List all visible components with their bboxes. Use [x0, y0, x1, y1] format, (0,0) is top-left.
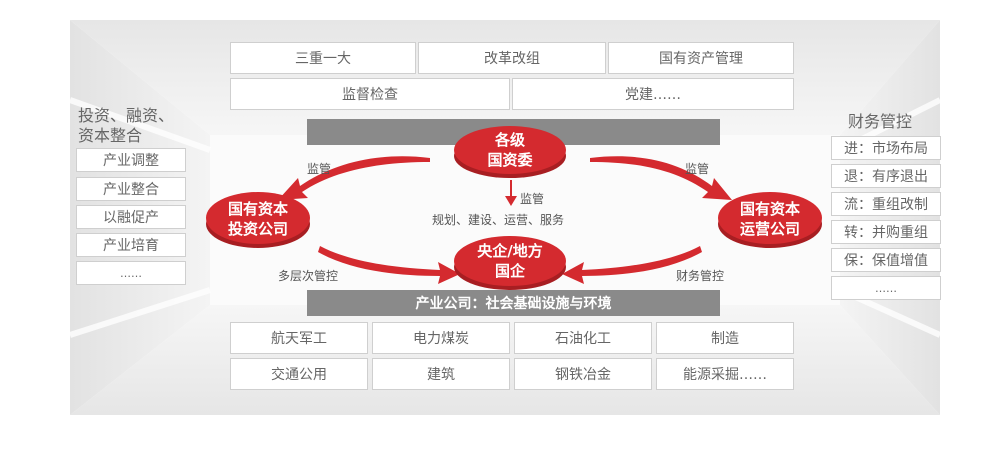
right-item-2: 退：有序退出	[831, 164, 941, 188]
arrow-supervise-left	[278, 156, 430, 200]
bottom-bar: 产业公司：社会基础设施与环境	[307, 290, 720, 316]
bottom-cell-3: 石油化工	[514, 322, 652, 354]
left-panel-title-line2: 资本整合	[78, 126, 143, 145]
right-item-4: 转：并购重组	[831, 220, 941, 244]
node-investment-line1: 国有资本	[227, 200, 288, 218]
arrow-supervise-right	[590, 156, 732, 200]
arrow-multilevel	[318, 246, 460, 284]
left-item-2: 产业整合	[76, 177, 186, 201]
left-item-5: ……	[76, 261, 186, 285]
node-sasac: 各级国资委	[452, 126, 568, 174]
label-multilevel: 多层次管控	[278, 269, 339, 283]
arrows	[278, 156, 732, 284]
arrow-financial	[562, 246, 702, 284]
node-soe-shape	[454, 236, 566, 290]
bottom-cell-8: 能源采掘……	[656, 358, 794, 390]
right-wall	[840, 20, 940, 415]
right-panel-title: 财务管控	[848, 112, 913, 131]
node-operating-line1: 国有资本	[739, 200, 800, 218]
left-item-3: 以融促产	[76, 205, 186, 229]
node-soe-line1: 央企/地方	[477, 242, 543, 260]
right-item-5: 保：保值增值	[831, 248, 941, 272]
label-financial: 财务管控	[676, 269, 725, 283]
node-investment-company: 国有资本投资公司	[204, 194, 312, 244]
left-item-1: 产业调整	[76, 148, 186, 172]
label-supervise-right: 监管	[685, 162, 710, 176]
right-item-6: ……	[831, 276, 941, 300]
left-item-4: 产业培育	[76, 233, 186, 257]
arrow-supervise-center	[505, 196, 517, 206]
node-investment-shape	[206, 192, 310, 248]
node-operating-line2: 运营公司	[739, 220, 800, 238]
top-cell-4: 监督检查	[230, 78, 510, 110]
right-item-3: 流：重组改制	[831, 192, 941, 216]
top-cell-5: 党建……	[512, 78, 794, 110]
node-sasac-line2: 国资委	[487, 151, 533, 169]
node-soe: 央企/地方国企	[452, 236, 568, 286]
bottom-cell-2: 电力煤炭	[372, 322, 510, 354]
node-operating-company: 国有资本运营公司	[716, 194, 824, 244]
bottom-cell-4: 制造	[656, 322, 794, 354]
node-operating-shape	[718, 192, 822, 248]
top-cell-2: 改革改组	[418, 42, 606, 74]
bottom-cell-7: 钢铁冶金	[514, 358, 652, 390]
label-supervise-center: 监管	[520, 192, 545, 206]
node-sasac-shape	[454, 126, 566, 178]
top-cell-3: 国有资产管理	[608, 42, 794, 74]
node-sasac-line1: 各级	[494, 131, 525, 149]
bottom-cell-1: 航天军工	[230, 322, 368, 354]
bottom-cell-6: 建筑	[372, 358, 510, 390]
label-functions: 规划、建设、运营、服务	[432, 213, 565, 227]
left-panel-title-line1: 投资、融资、	[78, 106, 175, 125]
node-soe-line2: 国企	[494, 262, 525, 280]
label-supervise-left: 监管	[307, 162, 332, 176]
right-item-1: 进：市场布局	[831, 136, 941, 160]
node-investment-line2: 投资公司	[227, 220, 288, 238]
bottom-cell-5: 交通公用	[230, 358, 368, 390]
top-cell-1: 三重一大	[230, 42, 416, 74]
